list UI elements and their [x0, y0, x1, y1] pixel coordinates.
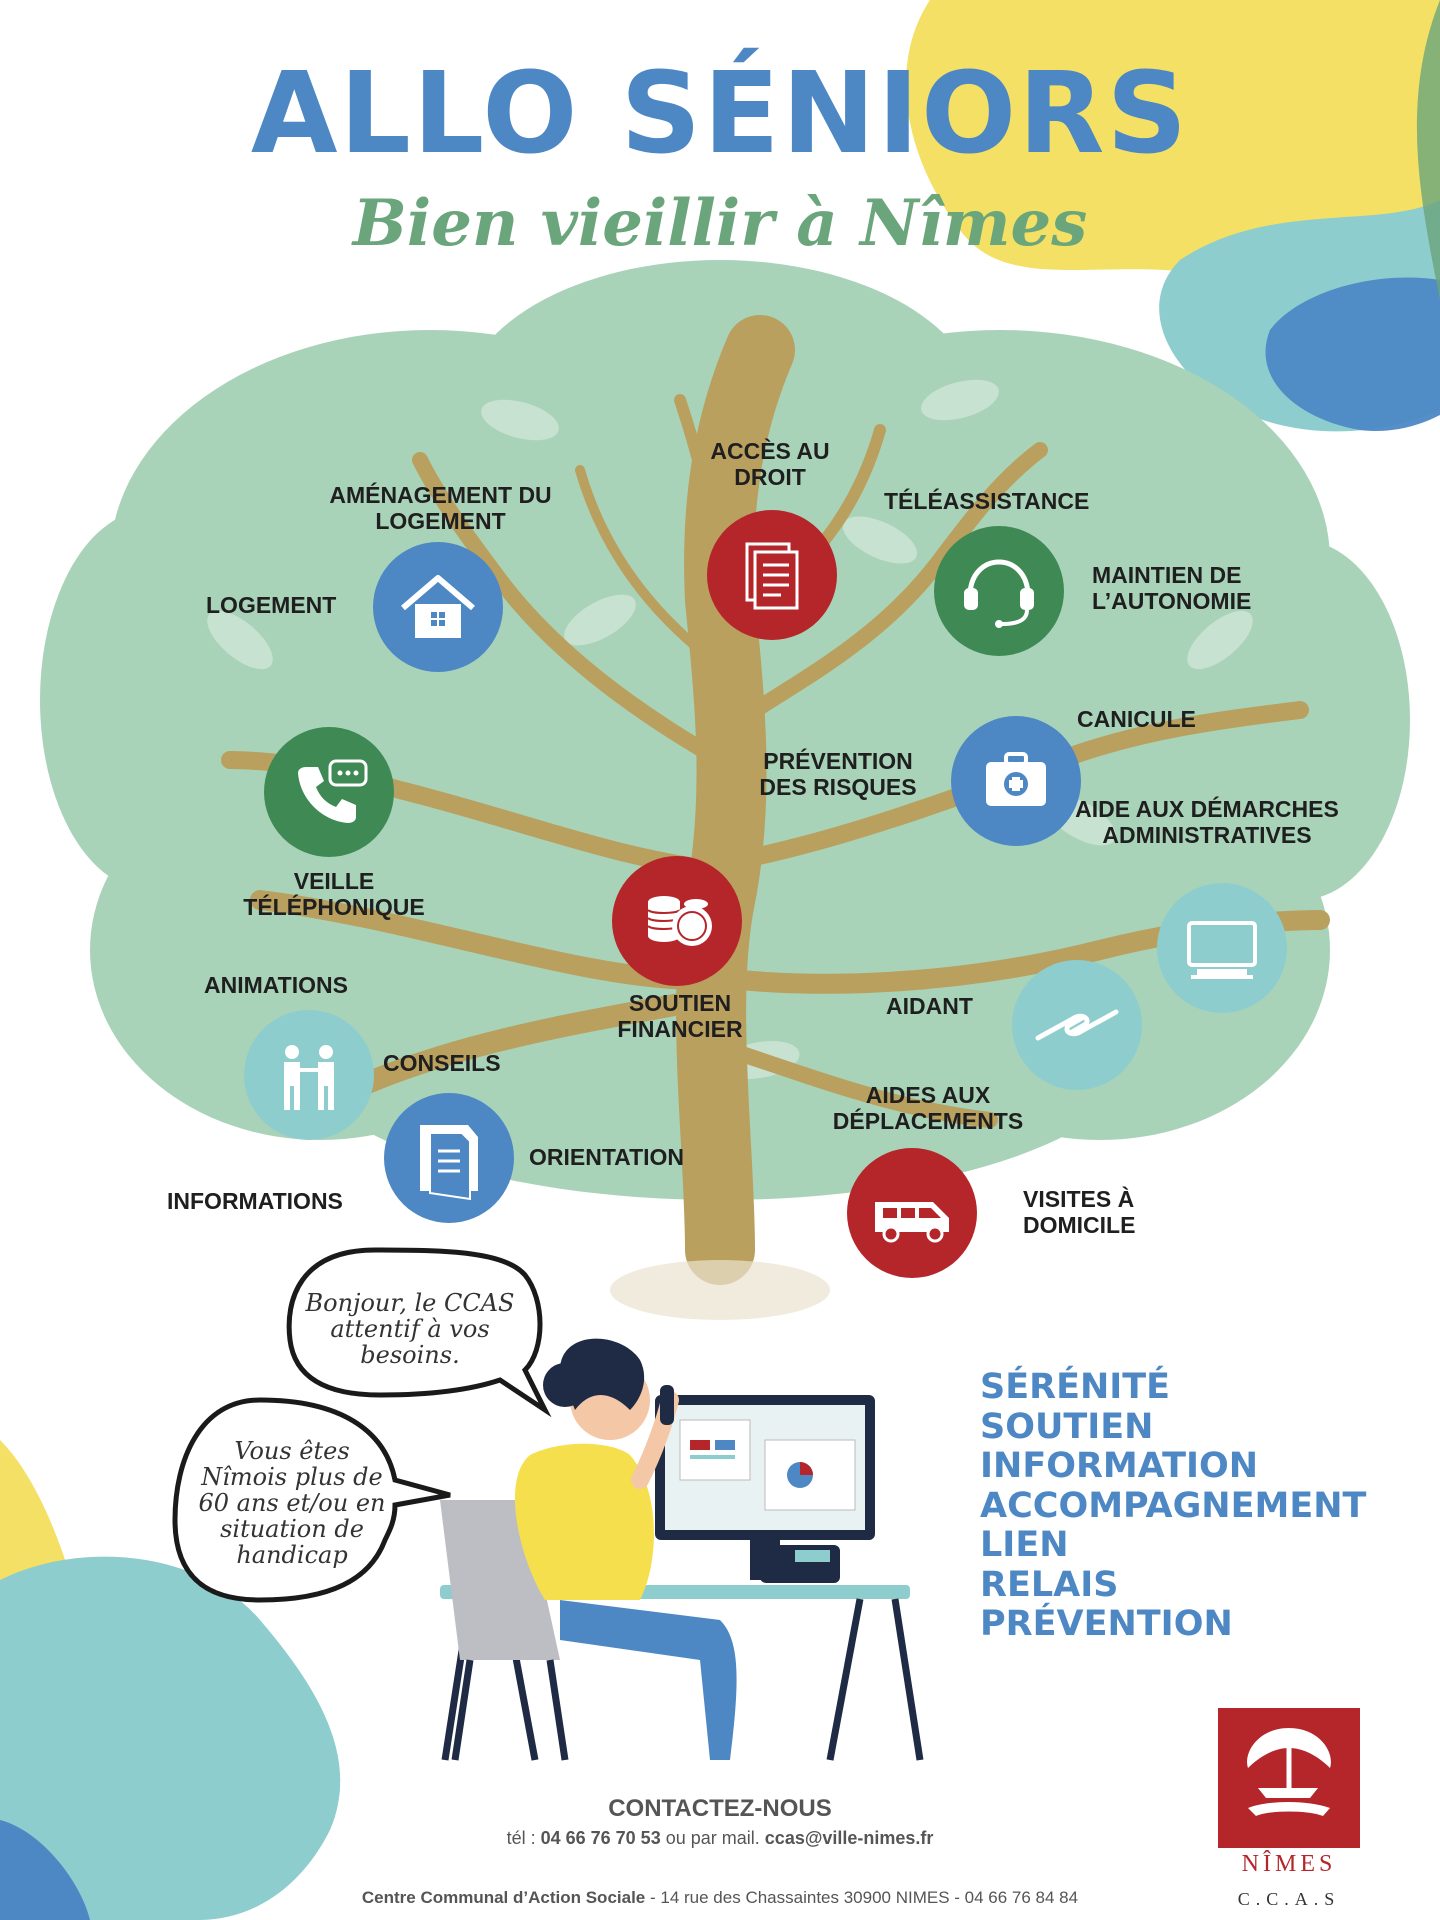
label-aide-demarches: AIDE AUX DÉMARCHES ADMINISTRATIVES [1075, 796, 1339, 848]
address-line: Centre Communal d’Action Sociale - 14 ru… [0, 1888, 1440, 1908]
label-aidant: AIDANT [886, 993, 973, 1019]
label-teleassistance: TÉLÉASSISTANCE [884, 488, 1090, 514]
value-item: PRÉVENTION [980, 1604, 1233, 1644]
page-title: ALLO SÉNIORS [250, 49, 1190, 179]
logo-city: NÎMES [1241, 1851, 1337, 1877]
phone-number[interactable]: 04 66 76 70 53 [540, 1828, 661, 1848]
label-prevention-risques: PRÉVENTION DES RISQUES [759, 748, 917, 800]
label-animations: ANIMATIONS [204, 972, 348, 998]
headset-icon [934, 526, 1064, 656]
documents-icon [707, 510, 837, 640]
value-item: SÉRÉNITÉ [980, 1367, 1171, 1407]
phone-chat-icon [264, 727, 394, 857]
label-amenagement-logement: AMÉNAGEMENT DU LOGEMENT [329, 482, 552, 534]
tel-label: tél : [506, 1828, 536, 1848]
nimes-ccas-logo [1218, 1708, 1360, 1848]
first-aid-kit-icon [951, 716, 1081, 846]
house-icon [373, 542, 503, 672]
speech-bubble-greeting: Bonjour, le CCAS attentif à vos besoins. [305, 1289, 515, 1369]
email-link[interactable]: ccas@ville-nimes.fr [764, 1828, 934, 1848]
mail-label: ou par mail. [665, 1828, 760, 1848]
value-item: RELAIS [980, 1564, 1119, 1605]
label-informations: INFORMATIONS [167, 1188, 343, 1214]
helping-hands-icon [1012, 960, 1142, 1090]
value-item: ACCOMPAGNEMENT [980, 1485, 1367, 1526]
logo-acronym: C.C.A.S [1237, 1889, 1341, 1909]
address: - 14 rue des Chassaintes 30900 NIMES - 0… [650, 1888, 1079, 1907]
values-list: SÉRÉNITÉ SOUTIEN INFORMATION ACCOMPAGNEM… [980, 1367, 1367, 1645]
label-logement: LOGEMENT [206, 592, 337, 618]
page-subtitle: Bien vieillir à Nîmes [352, 186, 1088, 261]
label-canicule: CANICULE [1077, 706, 1196, 732]
folder-icon [384, 1093, 514, 1223]
label-orientation: ORIENTATION [529, 1144, 685, 1170]
contact-line: tél : 04 66 76 70 53 ou par mail. ccas@v… [0, 1828, 1440, 1849]
van-icon [847, 1148, 977, 1278]
label-visites-domicile: VISITES À DOMICILE [1023, 1186, 1136, 1238]
people-icon [244, 1010, 374, 1140]
value-item: LIEN [980, 1525, 1069, 1565]
value-item: SOUTIEN [980, 1406, 1154, 1447]
speech-bubble-eligibility: Vous êtes Nîmois plus de 60 ans et/ou en… [198, 1437, 386, 1569]
label-conseils: CONSEILS [383, 1050, 501, 1076]
label-aides-deplacements: AIDES AUX DÉPLACEMENTS [832, 1082, 1024, 1134]
value-item: INFORMATION [980, 1446, 1259, 1486]
computer-icon [1157, 883, 1287, 1013]
contact-heading: CONTACTEZ-NOUS [608, 1795, 832, 1822]
label-acces-droit: ACCÈS AU DROIT [710, 438, 830, 490]
label-veille-telephonique: VEILLE TÉLÉPHONIQUE [243, 868, 425, 920]
label-maintien-autonomie: MAINTIEN DE L’AUTONOMIE [1092, 562, 1252, 614]
coins-icon [612, 856, 742, 986]
label-soutien-financier: SOUTIEN FINANCIER [617, 990, 743, 1042]
org-name: Centre Communal d’Action Sociale [361, 1888, 646, 1907]
